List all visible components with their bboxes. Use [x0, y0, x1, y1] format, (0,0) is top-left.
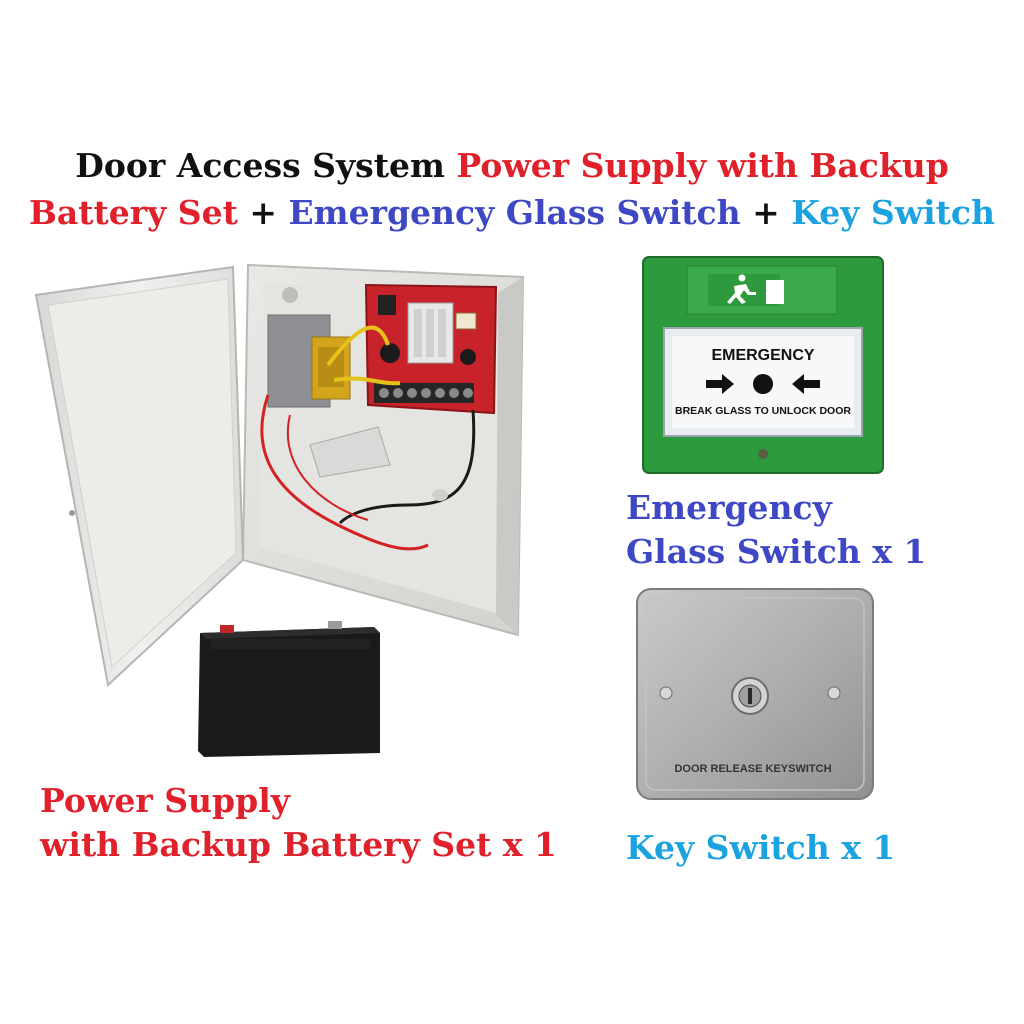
- emergency-switch-caption-line2: Glass Switch x 1: [626, 532, 927, 571]
- arrow-right-icon: [706, 374, 734, 394]
- key-switch-image: DOOR RELEASE KEYSWITCH: [636, 588, 874, 800]
- title-segment: Battery Set: [28, 193, 238, 232]
- emergency-switch-caption-line1: Emergency: [626, 488, 832, 527]
- key-switch-plate-label: DOOR RELEASE KEYSWITCH: [674, 763, 831, 775]
- page-title: Door Access System Power Supply with Bac…: [0, 142, 1024, 236]
- title-segment: Emergency Glass Switch: [288, 193, 741, 232]
- emergency-subtext: BREAK GLASS TO UNLOCK DOOR: [675, 405, 851, 417]
- arrow-left-icon: [792, 374, 820, 394]
- key-switch-caption: Key Switch x 1: [626, 828, 896, 867]
- center-dot-icon: [753, 374, 773, 394]
- emergency-glass-switch-image: EMERGENCY BREAK GLASS TO UNLOCK DOOR: [642, 256, 884, 474]
- title-segment: Power Supply with Backup: [456, 146, 949, 185]
- power-supply-caption-line2: with Backup Battery Set x 1: [40, 825, 557, 864]
- title-segment: +: [237, 193, 289, 232]
- title-line-1: Door Access System Power Supply with Bac…: [0, 142, 1024, 189]
- emergency-switch-caption: Emergency Glass Switch x 1: [626, 486, 926, 574]
- running-man-icon: [727, 274, 756, 304]
- title-segment: Key Switch: [791, 193, 996, 232]
- title-line-2: Battery Set + Emergency Glass Switch + K…: [0, 189, 1024, 236]
- power-supply-caption-line1: Power Supply: [40, 781, 290, 820]
- power-supply-caption: Power Supply with Backup Battery Set x 1: [40, 779, 557, 867]
- title-segment: Door Access System: [75, 146, 457, 185]
- title-segment: +: [740, 193, 792, 232]
- power-supply-cabinet-image: [34, 263, 525, 757]
- key-lock-icon: [731, 677, 769, 715]
- emergency-heading: EMERGENCY: [711, 347, 814, 364]
